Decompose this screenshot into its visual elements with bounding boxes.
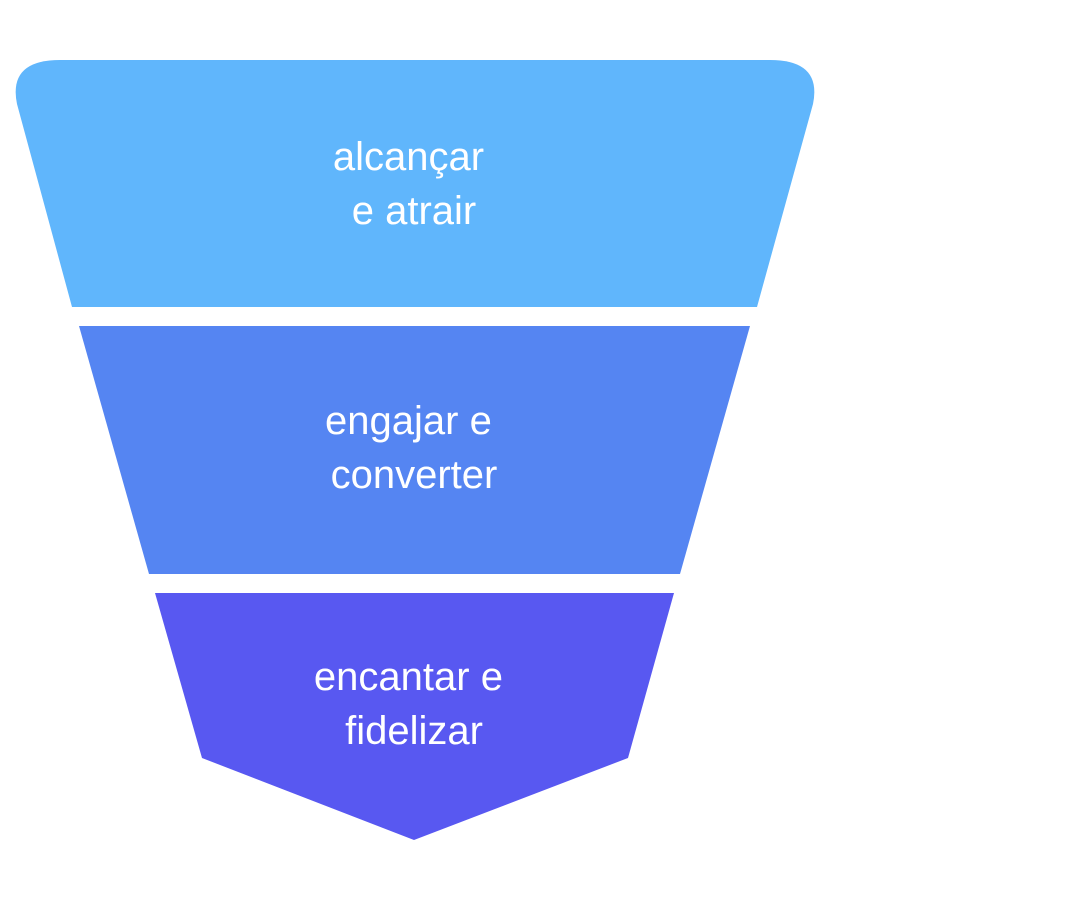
funnel-stage-2-shape xyxy=(79,326,750,574)
funnel-stage-delight-retain: encantar e fidelizar xyxy=(155,593,674,840)
funnel-stage-2-line-1: engajar e xyxy=(325,399,492,443)
funnel-stage-3-line-1: encantar e xyxy=(314,655,503,699)
funnel-stage-3-shape xyxy=(155,593,674,840)
funnel-stage-reach-attract: alcançar e atrair xyxy=(15,60,815,307)
funnel-stage-1-line-1: alcançar xyxy=(333,135,484,179)
funnel-stage-engage-convert: engajar e converter xyxy=(79,326,750,574)
funnel-stage-2-line-2: converter xyxy=(331,453,498,497)
funnel-stage-3-line-2: fidelizar xyxy=(345,709,483,753)
funnel-stage-1-label: alcançar e atrair xyxy=(333,135,495,233)
funnel-stage-1-line-2: e atrair xyxy=(352,189,477,233)
funnel-stage-3-label: encantar e fidelizar xyxy=(314,655,514,753)
funnel-stage-1-shape xyxy=(15,60,815,307)
funnel-stage-2-label: engajar e converter xyxy=(325,399,503,497)
